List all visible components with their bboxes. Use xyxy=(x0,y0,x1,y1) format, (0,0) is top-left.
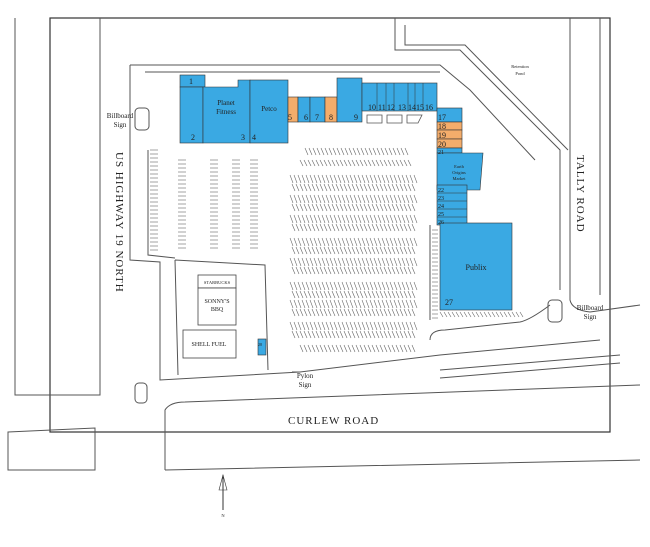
map-label: 12 xyxy=(387,103,395,112)
map-label: Retention xyxy=(511,64,529,69)
map-label: 10 xyxy=(368,103,376,112)
curlew-road-label: CURLEW ROAD xyxy=(288,415,379,427)
parking-row xyxy=(291,266,416,275)
parking-row xyxy=(439,311,524,318)
map-label: 25 xyxy=(438,212,444,218)
map-label: 23 xyxy=(438,196,444,202)
map-label: Origins xyxy=(452,170,466,175)
map-label: STARBUCKS xyxy=(204,280,231,285)
petco[interactable] xyxy=(249,79,289,144)
earth-origins-market[interactable] xyxy=(436,152,484,191)
map-label: 18 xyxy=(438,122,446,131)
parking-row xyxy=(289,194,418,204)
pylon-sign-icon xyxy=(134,382,148,404)
buildings xyxy=(179,74,513,359)
map-label: 16 xyxy=(425,103,433,112)
parking-row xyxy=(299,159,412,167)
map-label: Earth xyxy=(454,164,464,169)
map-label: 3 xyxy=(241,133,245,142)
map-label: Petco xyxy=(261,105,277,113)
map-label: Sign xyxy=(114,121,127,129)
parking-areas xyxy=(150,147,524,353)
parking-column xyxy=(150,149,158,251)
map-label: 28 xyxy=(258,342,262,347)
parking-column xyxy=(178,159,186,249)
parking-column xyxy=(210,159,218,249)
map-label: 20 xyxy=(438,140,446,149)
parking-row xyxy=(289,237,418,247)
map-label: Market xyxy=(453,176,467,181)
parking-column xyxy=(432,229,438,319)
map-label: Publix xyxy=(466,263,487,272)
map-label: Pylon xyxy=(297,372,314,380)
map-label: 6 xyxy=(304,113,308,122)
map-label: 5 xyxy=(288,113,292,122)
map-label: 7 xyxy=(315,113,319,122)
map-label: 14 xyxy=(408,103,416,112)
parking-row xyxy=(289,321,418,331)
map-label: 9 xyxy=(354,113,358,122)
publix[interactable] xyxy=(439,222,513,311)
map-label: Billboard xyxy=(107,112,134,120)
units-10-16[interactable] xyxy=(361,82,438,112)
tally-road-label: TALLY ROAD xyxy=(574,155,586,233)
parking-row xyxy=(291,308,416,317)
map-label: BBQ xyxy=(211,307,224,313)
map-label: 15 xyxy=(416,103,424,112)
map-label: 1 xyxy=(189,77,193,86)
map-label: 19 xyxy=(438,131,446,140)
map-label: Fitness xyxy=(216,108,236,116)
map-label: 21 xyxy=(438,150,444,156)
unit-28[interactable] xyxy=(257,338,267,356)
parking-row xyxy=(291,183,416,192)
shell-fuel[interactable] xyxy=(182,329,237,359)
north-arrow-icon: N xyxy=(218,473,228,518)
parking-row xyxy=(291,246,416,255)
map-label: 11 xyxy=(378,103,386,112)
parking-row xyxy=(291,203,416,212)
parking-row xyxy=(299,344,416,353)
parking-row xyxy=(291,223,416,232)
parking-row xyxy=(289,257,418,267)
map-label: 17 xyxy=(438,113,446,122)
map-label: Sign xyxy=(584,313,597,321)
parking-column xyxy=(250,159,258,249)
map-label: 22 xyxy=(438,188,444,194)
road-outlines xyxy=(7,17,641,471)
map-label: SHELL FUEL xyxy=(192,342,227,348)
map-label: 8 xyxy=(329,113,333,122)
map-label: 4 xyxy=(252,133,256,142)
map-label: Planet xyxy=(217,99,235,107)
map-label: Billboard xyxy=(577,304,604,312)
parking-row xyxy=(304,147,409,156)
map-label: N xyxy=(221,513,225,518)
map-label: SONNY'S xyxy=(204,299,229,305)
map-label: Sign xyxy=(299,381,312,389)
parking-row xyxy=(289,214,418,224)
parking-row xyxy=(291,330,416,339)
us-highway-19-label: US HIGHWAY 19 NORTH xyxy=(113,152,125,293)
us-highway-19 xyxy=(14,18,101,396)
parking-row xyxy=(291,290,416,299)
map-label: 13 xyxy=(398,103,406,112)
map-labels: Billboard Sign Billboard Sign Pylon Sign… xyxy=(107,64,604,518)
unit-9[interactable] xyxy=(336,77,363,123)
map-label: Pond xyxy=(515,71,525,76)
property-boundary xyxy=(49,17,611,433)
units-22-26[interactable] xyxy=(436,184,468,226)
map-label: 26 xyxy=(438,220,444,226)
parking-column xyxy=(232,159,240,249)
tenant-labels: Planet Fitness Petco Earth Origins Marke… xyxy=(192,99,487,348)
map-label: 24 xyxy=(438,204,444,210)
unit-numbers: 1 2 3 4 5 6 7 8 9 10 11 12 13 14 15 16 1… xyxy=(189,77,453,347)
parking-row xyxy=(289,281,418,291)
map-label: 27 xyxy=(445,298,453,307)
map-label: 2 xyxy=(191,133,195,142)
parking-row xyxy=(289,174,418,184)
sonnys-bbq[interactable] xyxy=(197,287,237,326)
parking-row xyxy=(289,299,418,309)
